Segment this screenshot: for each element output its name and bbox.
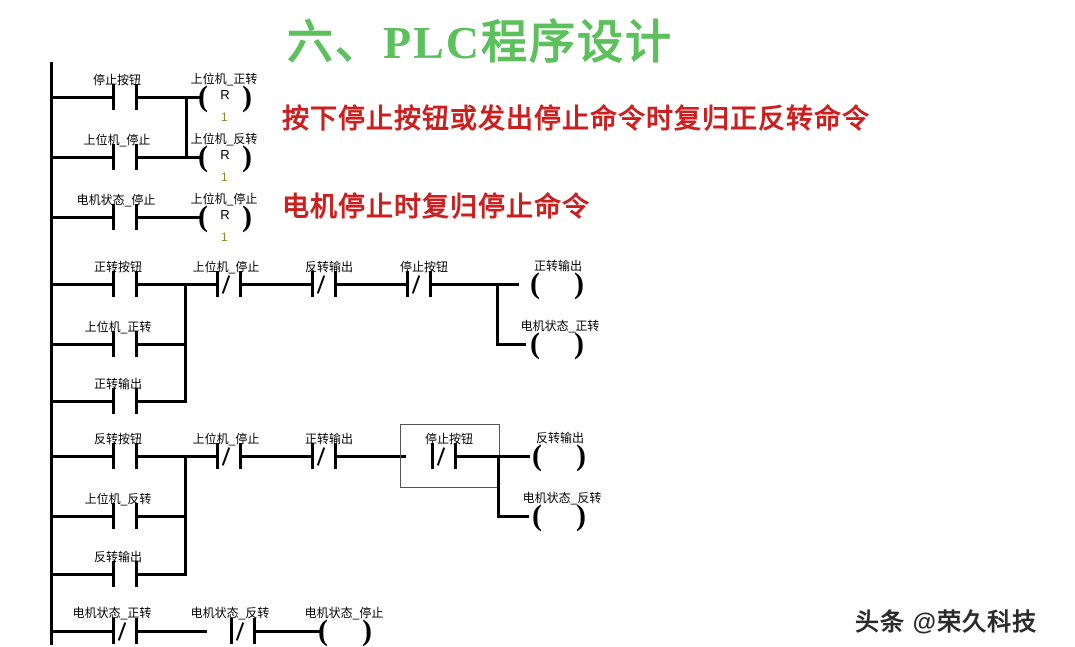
wire xyxy=(50,283,112,286)
coil-reset-letter: R xyxy=(220,87,230,102)
coil-out: () xyxy=(532,439,586,472)
wire xyxy=(135,515,187,518)
contact-label: 停止按钮 xyxy=(424,432,473,446)
wire xyxy=(184,455,216,458)
contact-label: 电机状态_反转 xyxy=(190,606,270,620)
wire xyxy=(135,343,187,346)
wire xyxy=(50,400,112,403)
coil-out: () xyxy=(532,499,586,532)
coil-label: 电机状态_反转 xyxy=(522,491,602,505)
coil-index: 1 xyxy=(221,170,228,184)
coil-label: 上位机_正转 xyxy=(190,72,258,86)
coil-label: 电机状态_停止 xyxy=(304,606,384,620)
wire xyxy=(50,343,112,346)
coil-reset: ( R ) xyxy=(198,80,252,113)
coil-label: 上位机_反转 xyxy=(190,132,258,146)
coil-reset-letter: R xyxy=(220,147,230,162)
wire xyxy=(135,96,201,99)
wire xyxy=(239,283,311,286)
branch-rail-right xyxy=(184,455,187,576)
contact-label: 上位机_反转 xyxy=(84,492,152,506)
branch-rail-left xyxy=(50,283,53,403)
output-branch-rail xyxy=(497,455,500,517)
wire xyxy=(50,216,112,219)
wire xyxy=(135,283,187,286)
wire xyxy=(135,400,187,403)
wire xyxy=(135,156,201,159)
coil-index: 1 xyxy=(221,110,228,124)
wire xyxy=(454,455,530,458)
watermark: 头条 @荣久科技 xyxy=(855,609,1038,636)
wire xyxy=(50,515,112,518)
wire xyxy=(50,630,112,633)
contact-label: 正转输出 xyxy=(304,432,353,446)
wire xyxy=(135,630,207,633)
contact-label: 正转输出 xyxy=(93,377,142,391)
annotation-line-2: 电机停止时复归停止命令 xyxy=(282,192,590,222)
wire xyxy=(239,455,311,458)
wire xyxy=(496,343,526,346)
contact-label: 上位机_停止 xyxy=(192,432,260,446)
contact-label: 上位机_正转 xyxy=(84,320,152,334)
wire xyxy=(135,573,187,576)
wire xyxy=(50,96,112,99)
contact-label: 反转按钮 xyxy=(93,432,142,446)
contact-label: 上位机_停止 xyxy=(83,133,151,147)
branch-rail-left xyxy=(50,455,53,576)
contact-label: 电机状态_正转 xyxy=(72,606,152,620)
branch-link xyxy=(185,96,188,158)
wire xyxy=(135,216,201,219)
wire xyxy=(135,455,187,458)
coil-reset-letter: R xyxy=(220,207,230,222)
page-title: 六、PLC程序设计 xyxy=(287,17,673,68)
output-branch-rail xyxy=(496,283,499,345)
coil-label: 电机状态_正转 xyxy=(520,319,600,333)
coil-reset: ( R ) xyxy=(198,200,252,233)
contact-label: 停止按钮 xyxy=(399,260,448,274)
wire xyxy=(497,515,529,518)
coil-out: () xyxy=(530,327,584,360)
wire xyxy=(184,283,216,286)
contact-label: 电机状态_停止 xyxy=(76,193,156,207)
coil-index: 1 xyxy=(221,230,228,244)
contact-label: 上位机_停止 xyxy=(192,260,260,274)
wire xyxy=(334,455,406,458)
contact-label: 反转输出 xyxy=(304,260,353,274)
wire xyxy=(253,630,321,633)
coil-label: 正转输出 xyxy=(533,259,582,273)
contact-label: 反转输出 xyxy=(93,550,142,564)
coil-out: () xyxy=(318,614,372,647)
coil-label: 上位机_停止 xyxy=(190,192,258,206)
wire xyxy=(50,573,112,576)
coil-label: 反转输出 xyxy=(535,431,584,445)
contact-label: 正转按钮 xyxy=(93,260,142,274)
wire xyxy=(50,156,112,159)
coil-out: () xyxy=(530,267,584,300)
wire xyxy=(334,283,406,286)
wire xyxy=(429,283,519,286)
annotation-line-1: 按下停止按钮或发出停止命令时复归正反转命令 xyxy=(282,104,870,134)
contact-label: 停止按钮 xyxy=(92,73,141,87)
wire xyxy=(50,455,112,458)
branch-rail-right xyxy=(184,283,187,403)
coil-reset: ( R ) xyxy=(198,140,252,173)
